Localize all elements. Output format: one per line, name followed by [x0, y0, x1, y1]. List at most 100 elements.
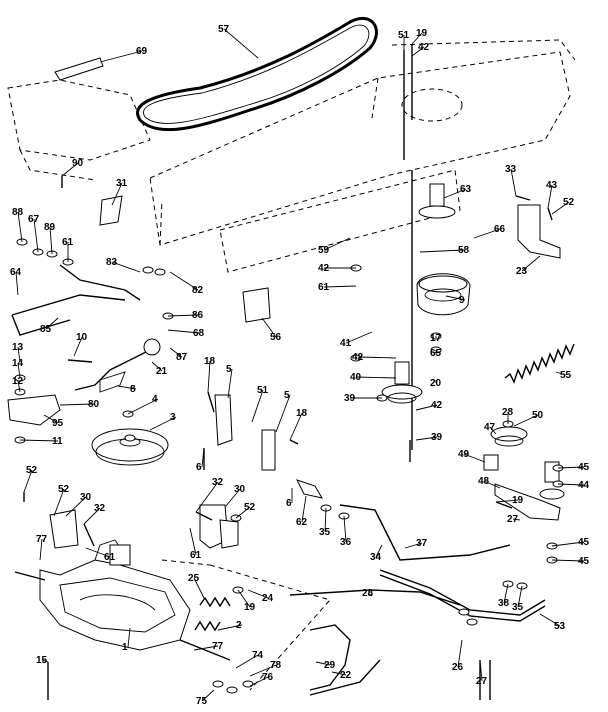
leader-line-25	[193, 577, 205, 599]
leader-line-35	[324, 507, 327, 533]
part-callout-55: 55	[560, 370, 572, 381]
part-callout-4: 4	[152, 394, 158, 405]
leader-line-10	[73, 336, 83, 357]
part-callout-31: 31	[116, 178, 128, 189]
part-callout-27: 27	[476, 676, 488, 687]
chassis-frame	[7, 39, 576, 273]
leader-line-37	[404, 542, 423, 549]
spring-25	[199, 596, 231, 608]
washer-mark	[466, 618, 478, 626]
part-callout-37: 37	[416, 538, 428, 549]
part-callout-33: 33	[505, 164, 517, 175]
leader-line-76	[249, 676, 269, 687]
leader-line-2	[217, 624, 243, 631]
leader-line-69	[99, 50, 143, 63]
part-callout-14: 14	[12, 358, 24, 369]
leader-line-61	[189, 527, 197, 556]
part-callout-78: 78	[270, 660, 282, 671]
mount-bracket-left	[49, 509, 79, 549]
part-callout-20: 20	[430, 378, 442, 389]
part-callout-49: 49	[458, 449, 470, 460]
leader-line-14	[17, 362, 21, 379]
part-callout-28: 28	[362, 588, 374, 599]
part-callout-75: 75	[196, 696, 208, 707]
leader-line-77	[39, 538, 43, 561]
part-callout-39: 39	[431, 432, 443, 443]
part-callout-30: 30	[80, 492, 92, 503]
part-callout-22: 22	[340, 670, 352, 681]
part-callout-65: 65	[430, 348, 442, 359]
part-callout-52: 52	[58, 484, 70, 495]
leader-line-1	[127, 627, 131, 648]
leader-line-88	[17, 211, 23, 243]
leader-line-44	[557, 483, 585, 486]
leader-line-52	[551, 201, 570, 215]
washer-mark	[124, 434, 136, 442]
leader-line-85	[45, 317, 59, 330]
leader-line-87	[169, 347, 183, 358]
leader-line-30	[65, 496, 87, 517]
part-callout-28: 28	[502, 407, 514, 418]
bolt-mark	[207, 391, 215, 413]
part-callout-6: 6	[196, 462, 202, 473]
part-callout-86: 86	[192, 310, 204, 321]
part-callout-68: 68	[193, 328, 205, 339]
bolt-mark	[195, 511, 213, 521]
part-callout-12: 12	[12, 376, 24, 387]
part-callout-25: 25	[188, 573, 200, 584]
leader-line-30	[225, 488, 241, 507]
leader-line-18	[207, 360, 211, 393]
part-callout-67: 67	[28, 214, 40, 225]
part-callout-61: 61	[62, 237, 74, 248]
leader-line-45	[551, 559, 585, 562]
bolt-mark	[515, 195, 531, 201]
leader-line-11	[19, 439, 59, 442]
leader-line-83	[111, 261, 141, 273]
part-callout-2: 2	[236, 620, 242, 631]
part-callout-32: 32	[212, 477, 224, 488]
leader-line-64	[15, 271, 19, 296]
control-rods	[289, 504, 546, 696]
leader-line-42	[415, 404, 438, 411]
leader-line-19	[237, 589, 251, 608]
part-callout-18: 18	[204, 356, 216, 367]
part-callout-51: 51	[257, 385, 269, 396]
leader-line-33	[510, 168, 517, 197]
part-callout-5: 5	[226, 364, 232, 375]
bolt-mark	[83, 523, 95, 547]
pulley-stack	[381, 50, 471, 450]
transaxle	[14, 539, 231, 661]
leader-line-34	[375, 544, 383, 558]
part-callout-62: 62	[296, 517, 308, 528]
part-callout-58: 58	[458, 245, 470, 256]
leader-line-82	[169, 271, 199, 291]
part-callout-3: 3	[170, 412, 176, 423]
washer-mark	[212, 680, 224, 688]
part-callout-29: 29	[324, 660, 336, 671]
leader-line-28	[367, 592, 373, 597]
part-callout-40: 40	[350, 372, 362, 383]
part-callout-15: 15	[36, 655, 48, 666]
leader-line-18	[289, 412, 303, 441]
bolt-mark	[495, 501, 513, 509]
leader-line-66	[473, 228, 501, 239]
leader-line-26	[457, 639, 463, 668]
part-callout-52: 52	[26, 465, 38, 476]
part-callout-80: 80	[88, 399, 100, 410]
part-callout-77: 77	[212, 641, 224, 652]
leader-line-42	[411, 46, 425, 57]
part-callout-42: 42	[352, 352, 364, 363]
washer-mark	[242, 680, 254, 688]
leader-line-27	[479, 659, 483, 682]
leader-line-41	[345, 331, 373, 344]
part-callout-45: 45	[578, 537, 590, 548]
part-callout-19: 19	[416, 28, 428, 39]
leader-line-61	[323, 285, 357, 288]
part-callout-83: 83	[106, 257, 118, 268]
part-callout-47: 47	[484, 422, 496, 433]
leader-line-5	[227, 368, 233, 399]
part-callout-51: 51	[398, 30, 410, 41]
part-callout-95: 95	[52, 418, 64, 429]
part-callout-6: 6	[286, 498, 292, 509]
